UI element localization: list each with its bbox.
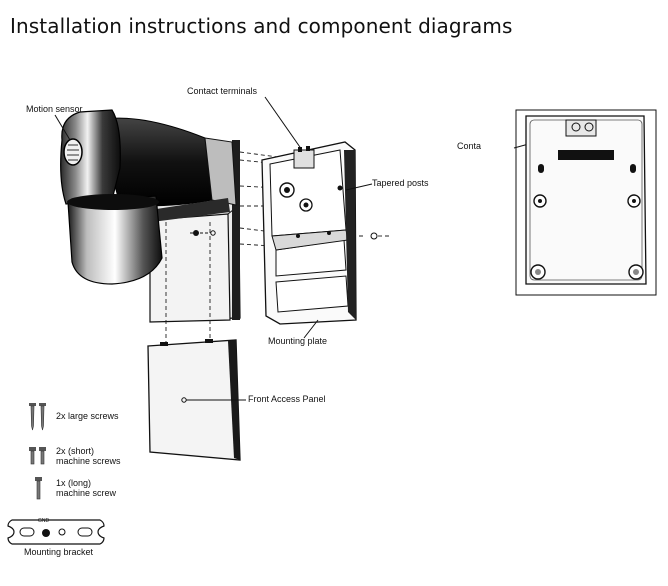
rear-contact-label: Conta xyxy=(457,141,482,151)
motion-sensor-label: Motion sensor xyxy=(26,104,83,114)
mounting-bracket-icon xyxy=(7,519,105,545)
rear-plate-view xyxy=(515,109,657,296)
long-machine-screw-icon xyxy=(35,477,42,500)
large-screws-icon xyxy=(29,403,46,431)
mounting-bracket-label: Mounting bracket xyxy=(24,547,94,557)
tapered-posts-label: Tapered posts xyxy=(372,178,429,188)
bracket-gnd-label: GND xyxy=(38,518,50,524)
front-access-panel-label: Front Access Panel xyxy=(248,394,326,404)
page-title: Installation instructions and component … xyxy=(10,14,513,38)
hardware-long-screw-sublabel: machine screw xyxy=(56,488,117,498)
short-machine-screws-icon xyxy=(29,447,46,465)
mounting-plate xyxy=(261,141,378,325)
light-fixture xyxy=(60,109,241,323)
hardware-short-screws-label: 2x (short) xyxy=(56,446,95,456)
contact-terminals-label: Contact terminals xyxy=(187,86,258,96)
hardware-long-screw-label: 1x (long) xyxy=(56,478,92,488)
hardware-short-screws-sublabel: machine screws xyxy=(56,456,121,466)
mounting-plate-label: Mounting plate xyxy=(268,336,328,346)
hardware-large-screws-label: 2x large screws xyxy=(56,411,119,421)
